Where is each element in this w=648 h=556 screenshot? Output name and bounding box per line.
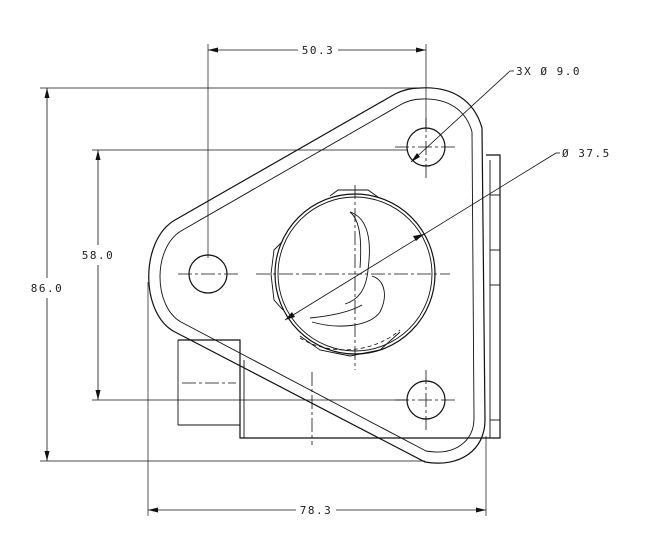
arrow-bottom-width-right bbox=[476, 507, 486, 513]
arrow-hole-callout bbox=[411, 153, 420, 162]
dim-boss-callout: Ø 37.5 bbox=[562, 147, 611, 160]
dim-top-width: 50.3 bbox=[302, 44, 335, 57]
centerlines bbox=[178, 118, 458, 445]
boss-inner-curve-4 bbox=[309, 304, 363, 319]
arrow-boss-callout-lower bbox=[285, 312, 295, 320]
arrow-86-bottom bbox=[44, 451, 50, 461]
boss-inner-curve-1 bbox=[344, 211, 370, 305]
arrow-58-bottom bbox=[95, 390, 101, 400]
leader-hole-callout bbox=[410, 70, 511, 163]
boss-hidden-arc bbox=[299, 329, 401, 351]
boss-bottom-lug bbox=[299, 331, 401, 357]
flange-inner-outline bbox=[159, 98, 475, 453]
flange-outer-outline bbox=[148, 87, 486, 464]
arrow-boss-callout-upper bbox=[413, 234, 424, 241]
arrow-58-top bbox=[95, 150, 101, 160]
arrow-top-width-left bbox=[208, 47, 218, 53]
boss-left-lug bbox=[270, 241, 284, 311]
dimensions: 50.3 3X Ø 9.0 Ø 37.5 58.0 86.0 bbox=[31, 44, 611, 517]
boss-top-lug bbox=[329, 189, 379, 198]
arrow-top-width-right bbox=[416, 47, 426, 53]
dim-left-height: 58.0 bbox=[82, 249, 115, 262]
rear-block bbox=[178, 154, 501, 439]
arrow-86-top bbox=[44, 88, 50, 98]
boss-inner-curve-2 bbox=[349, 211, 362, 269]
boss-inner-curve-3 bbox=[311, 275, 385, 327]
dim-bottom-width: 78.3 bbox=[300, 504, 333, 517]
dim-hole-callout: 3X Ø 9.0 bbox=[516, 65, 581, 78]
arrow-bottom-width-left bbox=[148, 507, 158, 513]
part-outline bbox=[148, 87, 501, 464]
dim-total-height: 86.0 bbox=[31, 282, 64, 295]
